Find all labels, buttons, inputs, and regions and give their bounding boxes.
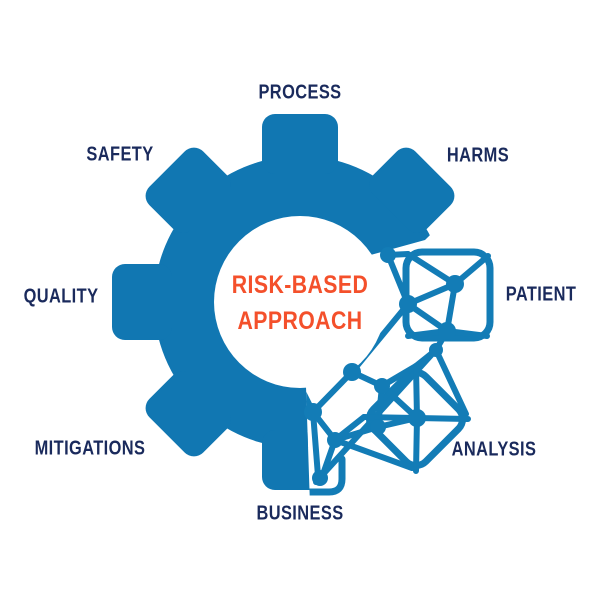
center-title-line2: APPROACH — [237, 307, 363, 335]
center-title-line1: RISK-BASED — [231, 271, 369, 299]
network-nodes — [304, 247, 464, 486]
label-mitigations: MITIGATIONS — [34, 437, 146, 460]
label-quality: QUALITY — [23, 285, 99, 308]
network-tooth-bottom-partial — [303, 455, 346, 496]
label-business: BUSINESS — [256, 502, 344, 525]
label-analysis: ANALYSIS — [451, 438, 537, 461]
label-harms: HARMS — [446, 144, 510, 167]
gear-hub-circle — [214, 216, 386, 388]
center-title: RISK-BASED APPROACH — [232, 267, 368, 339]
label-process: PROCESS — [258, 81, 342, 104]
label-patient: PATIENT — [505, 283, 577, 306]
label-safety: SAFETY — [86, 143, 154, 166]
